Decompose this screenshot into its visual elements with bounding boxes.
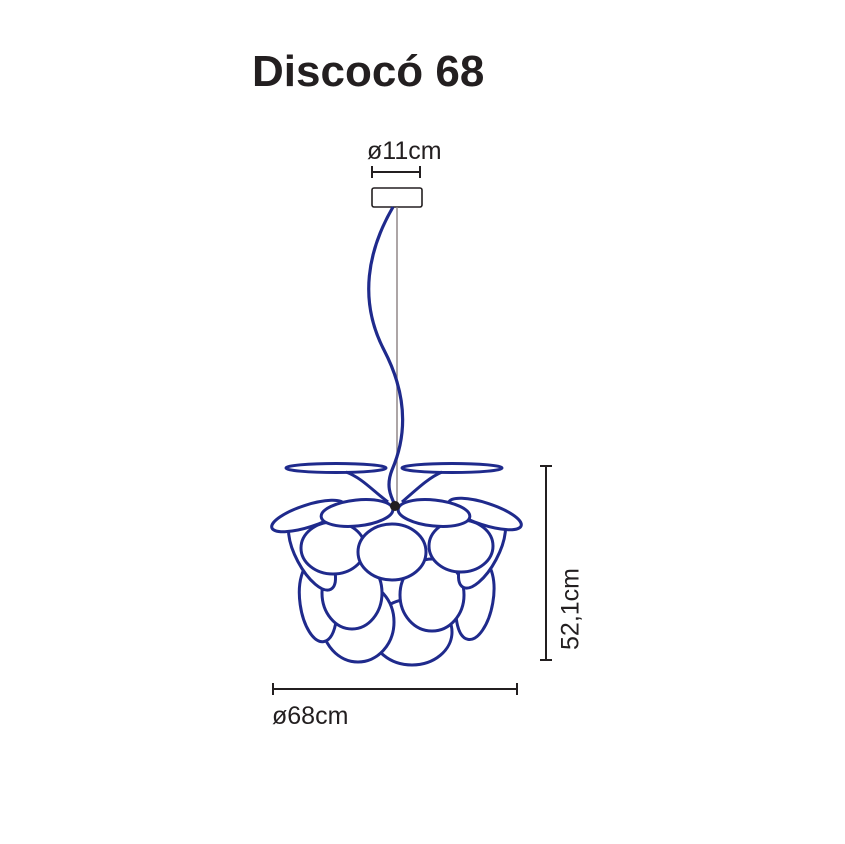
lamp-hub <box>390 501 400 511</box>
lamp-disc <box>299 520 367 576</box>
height-dimension-line <box>540 465 552 661</box>
lamp-disc <box>356 522 428 582</box>
lamp-diameter-label: ø68cm <box>272 702 349 730</box>
product-title: Discocó 68 <box>252 47 485 96</box>
lamp-disc <box>400 462 504 474</box>
lamp-disc <box>284 462 388 474</box>
width-dimension-line <box>272 683 518 695</box>
lamp-disc-stem <box>401 470 443 504</box>
canopy-diameter-label: ø11cm <box>367 137 442 165</box>
power-cord <box>367 206 405 506</box>
ceiling-canopy <box>371 187 423 208</box>
lamp-body <box>270 462 523 667</box>
lamp-disc-stem <box>345 470 389 504</box>
canopy-dimension-line <box>371 166 421 178</box>
